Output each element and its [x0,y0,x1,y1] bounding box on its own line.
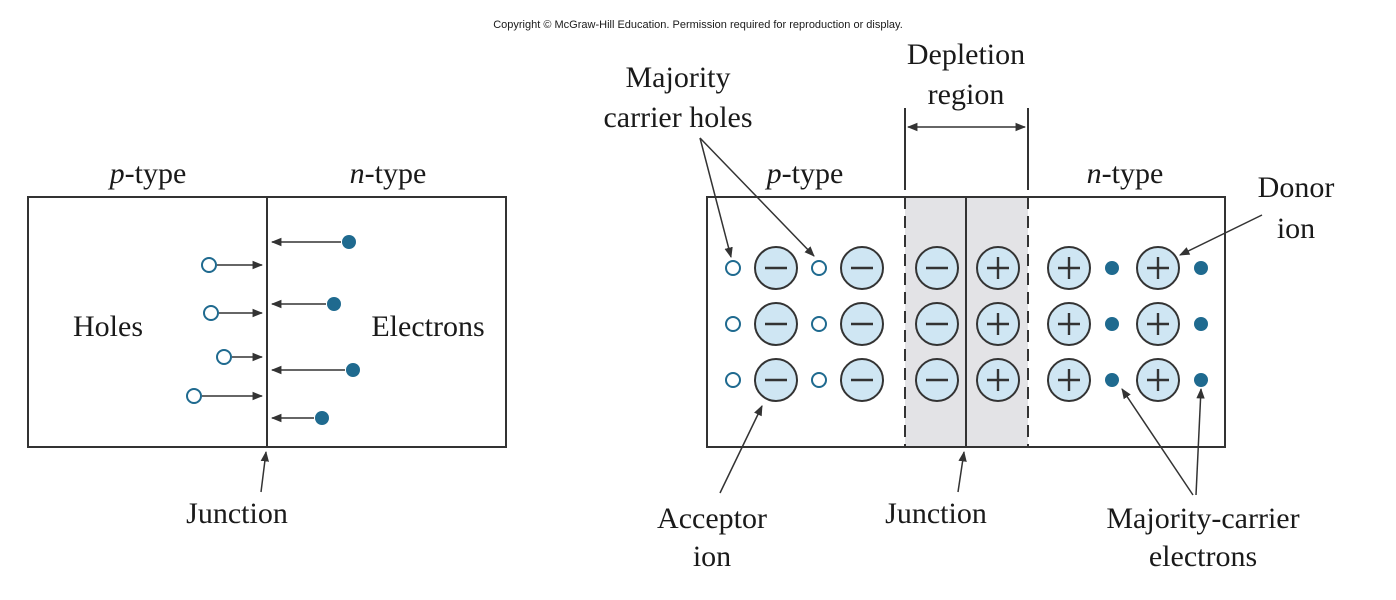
hole-carrier [216,349,232,365]
left-junction-label: Junction [186,497,288,530]
donor-ion-positive [1136,358,1180,402]
majority-electron [1105,317,1119,331]
donor-ion-label-line2: ion [1277,212,1315,245]
donor-ion-positive [1047,302,1091,346]
right-p-rest: -type [782,157,844,190]
acceptor-ion-negative [915,358,959,402]
acceptor-ion-negative [840,302,884,346]
donor-ion-positive [1047,358,1091,402]
right-n-rest: -type [1102,157,1164,190]
acceptor-ion-negative [915,302,959,346]
majority-electron [1194,317,1208,331]
hole-carrier [201,257,217,273]
majority-holes-pointer-1 [699,137,733,259]
right-junction-label: Junction [885,497,987,530]
left-n-rest: -type [365,157,427,190]
majority-electron [1105,261,1119,275]
right-p-type-label: p-type [765,157,844,190]
majority-hole [725,260,741,276]
acceptor-ion-negative [754,302,798,346]
donor-ion-label-line1: Donor [1258,171,1335,204]
acceptor-ion-label-line1: Acceptor [657,502,767,535]
donor-ion-positive [976,302,1020,346]
donor-ion-positive [1047,246,1091,290]
left-n-type-label: n-type [350,157,427,190]
left-panel-unbiased-junction: p-type n-type Holes Electrons Junction [27,157,507,530]
majority-hole [811,316,827,332]
electron-carriers [270,235,360,425]
right-n-italic: n [1087,157,1102,190]
electrons-label: Electrons [371,310,484,343]
right-junction-pointer [957,450,967,493]
right-p-italic: p [765,157,782,190]
left-p-italic: p [108,157,125,190]
ion-grid [725,246,1208,402]
left-n-italic: n [350,157,365,190]
majority-electron [1105,373,1119,387]
left-junction-pointer [260,450,269,493]
donor-ion-positive [1136,246,1180,290]
acceptor-ion-pointer [719,405,763,494]
holes-label: Holes [73,310,143,343]
donor-ion-positive [1136,302,1180,346]
majority-hole [811,372,827,388]
acceptor-ion-negative [840,246,884,290]
electron-carrier [342,235,356,249]
hole-carrier [186,388,202,404]
hole-carriers [186,257,264,404]
hole-carrier [203,305,219,321]
electron-carrier [346,363,360,377]
depletion-label-line2: region [928,78,1005,111]
acceptor-ion-negative [754,246,798,290]
majority-electrons-label-line1: Majority-carrier [1106,502,1299,535]
majority-electrons-pointer-1 [1121,388,1194,496]
majority-holes-label-line1: Majority [626,61,731,94]
depletion-label-line1: Depletion [907,38,1025,71]
acceptor-ion-label-line2: ion [693,540,731,573]
right-panel-depletion-region: Depletion region p-type n-type Majority … [603,38,1334,573]
donor-ion-positive [976,358,1020,402]
left-p-rest: -type [125,157,187,190]
copyright-notice: Copyright © McGraw-Hill Education. Permi… [493,19,903,31]
donor-ion-positive [976,246,1020,290]
acceptor-ion-negative [754,358,798,402]
majority-hole [725,316,741,332]
majority-electrons-pointer-2 [1195,387,1205,496]
majority-electron [1194,261,1208,275]
acceptor-ion-negative [915,246,959,290]
majority-holes-label-line2: carrier holes [603,101,752,134]
donor-ion-pointer [1179,214,1263,256]
majority-hole [725,372,741,388]
majority-electron [1194,373,1208,387]
right-n-type-label: n-type [1087,157,1164,190]
majority-hole [811,260,827,276]
electron-carrier [327,297,341,311]
majority-holes-pointer-2 [699,137,815,257]
electron-carrier [315,411,329,425]
majority-electrons-label-line2: electrons [1149,540,1257,573]
acceptor-ion-negative [840,358,884,402]
left-p-type-label: p-type [108,157,187,190]
